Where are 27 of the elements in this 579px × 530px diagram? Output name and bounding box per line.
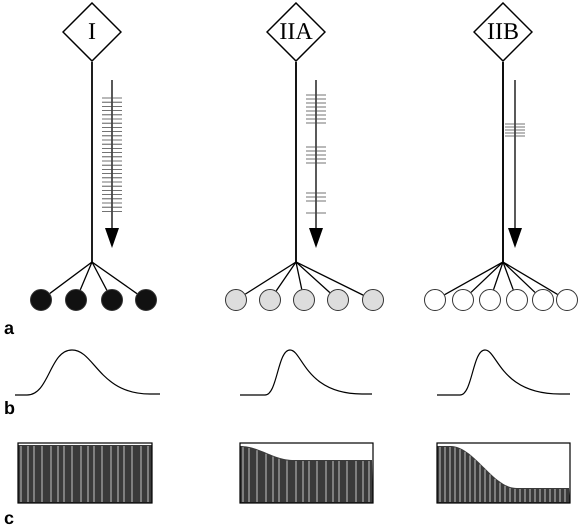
connector-line xyxy=(91,62,138,294)
muscle-fiber-circle xyxy=(259,289,281,311)
node-label: IIB xyxy=(486,18,520,46)
muscle-fiber-circle xyxy=(506,289,528,311)
decision-diamond xyxy=(266,2,326,62)
decision-diamond xyxy=(473,2,533,62)
decision-diamond xyxy=(62,2,122,62)
muscle-fiber-circle xyxy=(327,289,349,311)
node-label: I xyxy=(87,18,97,46)
panel-letter: a xyxy=(4,318,14,338)
muscle-fiber-circle xyxy=(30,289,52,311)
muscle-fiber-circle xyxy=(479,289,501,311)
muscle-fiber-circle xyxy=(293,289,315,311)
muscle-fiber-circle xyxy=(556,289,578,311)
connector-line xyxy=(502,62,558,295)
muscle-fiber-circle xyxy=(532,289,554,311)
connector-line xyxy=(295,62,364,296)
panel-letter: c xyxy=(4,508,14,528)
muscle-fiber-circle xyxy=(65,289,87,311)
node-label: IIA xyxy=(278,18,314,46)
panel-letter: b xyxy=(4,398,15,418)
muscle-fiber-circle xyxy=(101,289,123,311)
muscle-fiber-circle xyxy=(225,289,247,311)
muscle-fiber-circle xyxy=(424,289,446,311)
muscle-fiber-circle xyxy=(452,289,474,311)
muscle-fiber-circle xyxy=(135,289,157,311)
muscle-fiber-circle xyxy=(362,289,384,311)
